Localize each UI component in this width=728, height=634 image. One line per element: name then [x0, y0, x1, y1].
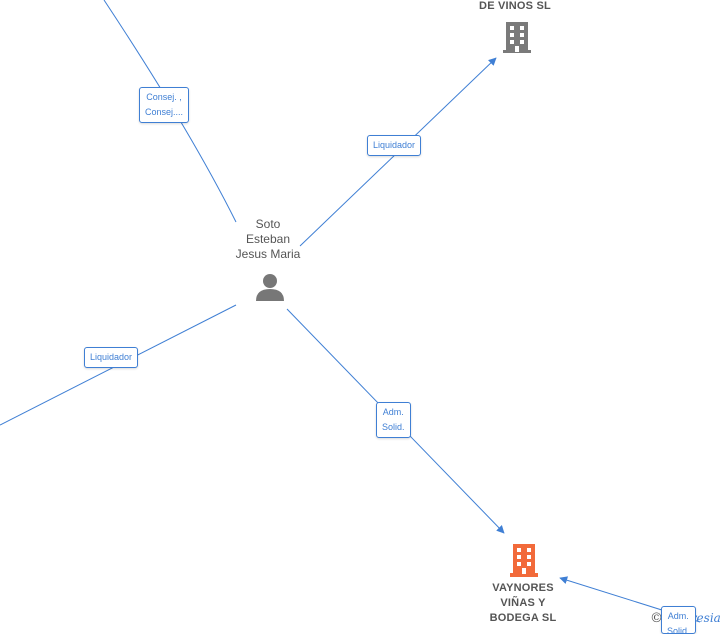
relation-label-liquidador-left[interactable]: Liquidador [84, 347, 139, 368]
company-name-bottom-line1: VAYNORES [492, 582, 554, 594]
relation-label-adm-solid-main-line1: Adm. [382, 407, 404, 417]
company-name-bottom-line3: BODEGA SL [489, 612, 557, 624]
person-name-line2: Esteban [245, 232, 291, 246]
person-icon[interactable] [255, 272, 285, 302]
company-name-bottom-line2: VIÑAS Y [500, 597, 546, 609]
copyright-symbol: © [650, 611, 663, 626]
building-icon[interactable] [508, 542, 540, 578]
relation-label-liquidador-top-text: Liquidador [373, 140, 416, 150]
relation-label-liquidador-top[interactable]: Liquidador [367, 135, 422, 156]
company-name-top[interactable]: DE VINOS SL [460, 0, 570, 14]
person-name-line1: Soto [255, 217, 281, 231]
relation-label-adm-solid-main-line2: Solid. [382, 422, 405, 432]
relation-label-adm-solid-main[interactable]: Adm. Solid. [376, 402, 411, 438]
building-icon[interactable] [502, 20, 532, 54]
relation-label-consej-line1: Consej. , [146, 92, 182, 102]
company-name-bottom[interactable]: VAYNORES VIÑAS Y BODEGA SL [468, 581, 578, 626]
relation-label-adm-solid-corner-line2: Solid. [667, 626, 690, 634]
relation-label-adm-solid-corner[interactable]: Adm. Solid. [661, 606, 696, 634]
relation-label-consej-line2: Consej.... [145, 107, 184, 117]
person-name-line3: Jesus Maria [235, 247, 301, 261]
relation-label-liquidador-left-text: Liquidador [90, 352, 133, 362]
person-name[interactable]: Soto Esteban Jesus Maria [218, 217, 318, 262]
relation-label-consej[interactable]: Consej. , Consej.... [139, 87, 190, 123]
company-name-top-line1: DE VINOS SL [479, 0, 551, 12]
relation-label-adm-solid-corner-line1: Adm. [667, 611, 689, 621]
